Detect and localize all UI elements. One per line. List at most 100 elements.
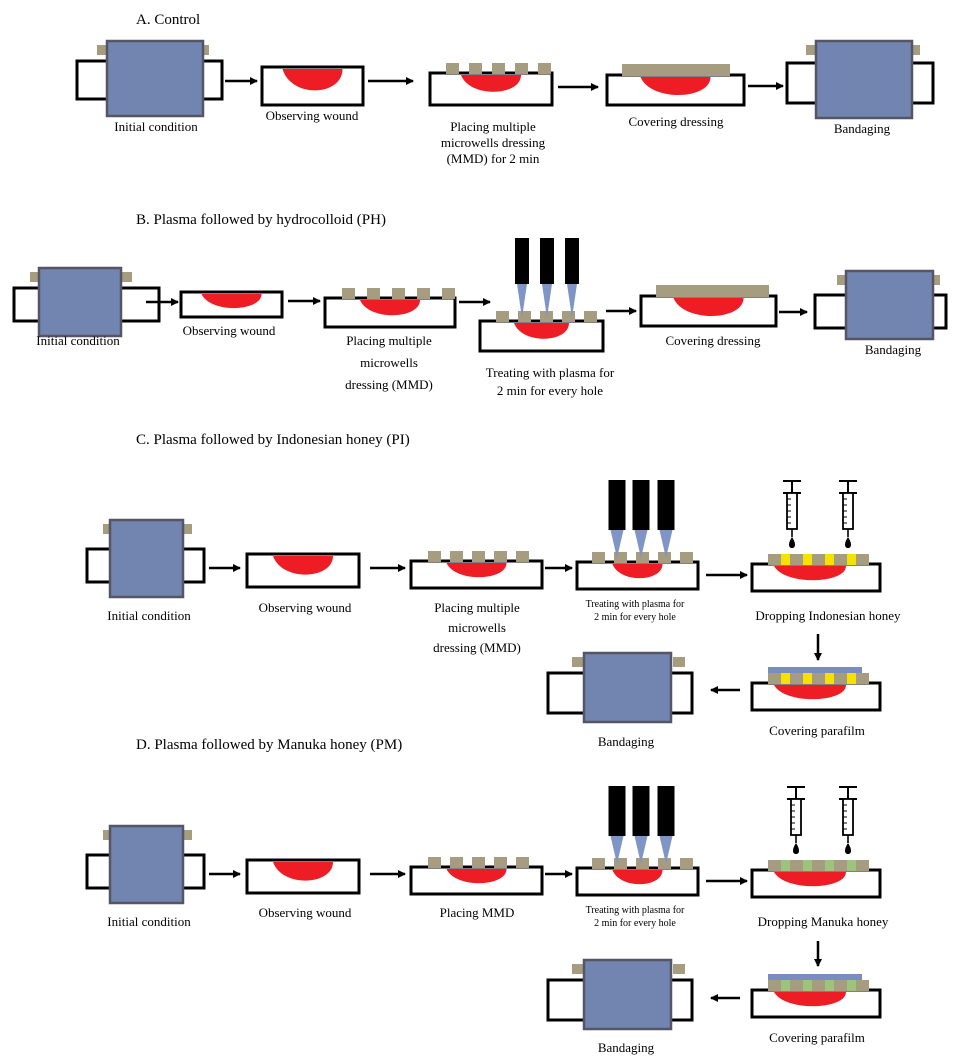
mmd-tape-block <box>516 551 529 562</box>
b-caption-mmd-2: microwells <box>360 355 418 370</box>
gauze-pad <box>105 39 205 118</box>
mmd-tape-block <box>834 860 847 871</box>
wound <box>360 300 420 316</box>
b-initial <box>12 266 161 338</box>
plasma-plume <box>634 836 648 864</box>
mmd-tape-block <box>834 673 847 684</box>
honey-fill <box>847 980 856 991</box>
honey-fill <box>803 673 812 684</box>
plasma-plume <box>634 530 648 558</box>
d-observe <box>245 858 361 895</box>
parafilm-layer <box>768 974 862 980</box>
mmd-tape-block <box>538 63 551 74</box>
a-caption-bandage: Bandaging <box>834 121 891 136</box>
honey-fill <box>781 980 790 991</box>
tape-corner <box>180 830 192 840</box>
mmd-tape-block <box>856 673 869 684</box>
mmd-tape-block <box>812 980 825 991</box>
mmd-tape-block <box>768 554 781 565</box>
wound <box>282 69 343 91</box>
mmd-tape-block <box>834 980 847 991</box>
wound <box>461 75 521 92</box>
a-caption-observe: Observing wound <box>266 108 359 123</box>
c-caption-parafilm: Covering parafilm <box>769 723 865 738</box>
gauze-pad <box>582 958 673 1031</box>
mmd-tape-block <box>768 860 781 871</box>
mmd-tape-block <box>790 980 803 991</box>
c-plasma <box>575 480 700 591</box>
wound <box>673 298 744 317</box>
plasma-plume <box>517 284 527 318</box>
b-bandage <box>813 269 948 341</box>
d-mmd <box>409 857 544 896</box>
honey-drop <box>845 537 851 548</box>
c-observe <box>245 552 361 589</box>
mmd-tape-block <box>540 311 553 322</box>
gauze-pad <box>582 651 673 724</box>
plasma-jet-device <box>657 786 675 836</box>
a-cover <box>605 64 746 107</box>
d-caption-honey: Dropping Manuka honey <box>758 914 889 929</box>
mmd-tape-block <box>856 554 869 565</box>
d-bandage <box>546 958 694 1031</box>
wound <box>273 862 333 881</box>
mmd-tape-block <box>614 858 627 869</box>
cover-dressing <box>656 285 769 297</box>
d-caption-bandage: Bandaging <box>598 1040 655 1055</box>
mmd-tape-block <box>515 63 528 74</box>
tape-corner <box>180 524 192 534</box>
mmd-tape-block <box>680 552 693 563</box>
b-caption-cover: Covering dressing <box>666 333 761 348</box>
wound <box>774 992 846 1007</box>
honey-fill <box>803 980 812 991</box>
c-caption-bandage: Bandaging <box>598 734 655 749</box>
mmd-tape-block <box>472 857 485 868</box>
mmd-tape-block <box>494 857 507 868</box>
c-caption-initial: Initial condition <box>107 608 191 623</box>
d-caption-initial: Initial condition <box>107 914 191 929</box>
gauze-pad <box>37 266 123 338</box>
c-caption-mmd-2: microwells <box>448 620 506 635</box>
mmd-tape-block <box>680 858 693 869</box>
tape-corner <box>673 657 685 667</box>
tape-corner <box>806 45 818 55</box>
tape-corner <box>908 45 920 55</box>
c-caption-plasma-2: 2 min for every hole <box>594 612 676 623</box>
mmd-tape-block <box>417 288 430 299</box>
mmd-tape-block <box>636 552 649 563</box>
honey-fill <box>847 860 856 871</box>
a-caption-mmd-2: microwells dressing <box>441 135 546 150</box>
d-caption-plasma-2: 2 min for every hole <box>594 918 676 929</box>
b-observe <box>179 290 284 319</box>
tape-corner <box>837 275 849 285</box>
panel-b-title: B. Plasma followed by hydrocolloid (PH) <box>136 212 386 228</box>
mmd-tape-block <box>584 311 597 322</box>
d-caption-observe: Observing wound <box>259 905 352 920</box>
d-caption-mmd: Placing MMD <box>440 905 515 920</box>
d-caption-parafilm: Covering parafilm <box>769 1030 865 1045</box>
mmd-tape-block <box>367 288 380 299</box>
mmd-tape-block <box>768 980 781 991</box>
plasma-plume <box>659 530 673 558</box>
wound <box>612 870 663 885</box>
mmd-tape-block <box>790 860 803 871</box>
honey-fill <box>781 554 790 565</box>
plasma-jet-device <box>632 786 650 836</box>
honey-fill <box>781 860 790 871</box>
d-caption-plasma-1: Treating with plasma for <box>586 905 685 916</box>
b-caption-plasma-2: 2 min for every hole <box>497 383 603 398</box>
gauze-pad <box>108 824 185 905</box>
wound <box>446 563 507 578</box>
mmd-tape-block <box>472 551 485 562</box>
mmd-tape-block <box>450 857 463 868</box>
a-mmd <box>428 63 554 107</box>
plasma-plume <box>610 530 624 558</box>
mmd-tape-block <box>790 554 803 565</box>
plasma-jet-device <box>608 480 626 530</box>
mmd-tape-block <box>856 980 869 991</box>
honey-drop <box>789 537 795 548</box>
wound <box>514 323 569 339</box>
tape-corner <box>572 657 584 667</box>
tape-corner <box>120 272 132 282</box>
mmd-tape-block <box>856 860 869 871</box>
